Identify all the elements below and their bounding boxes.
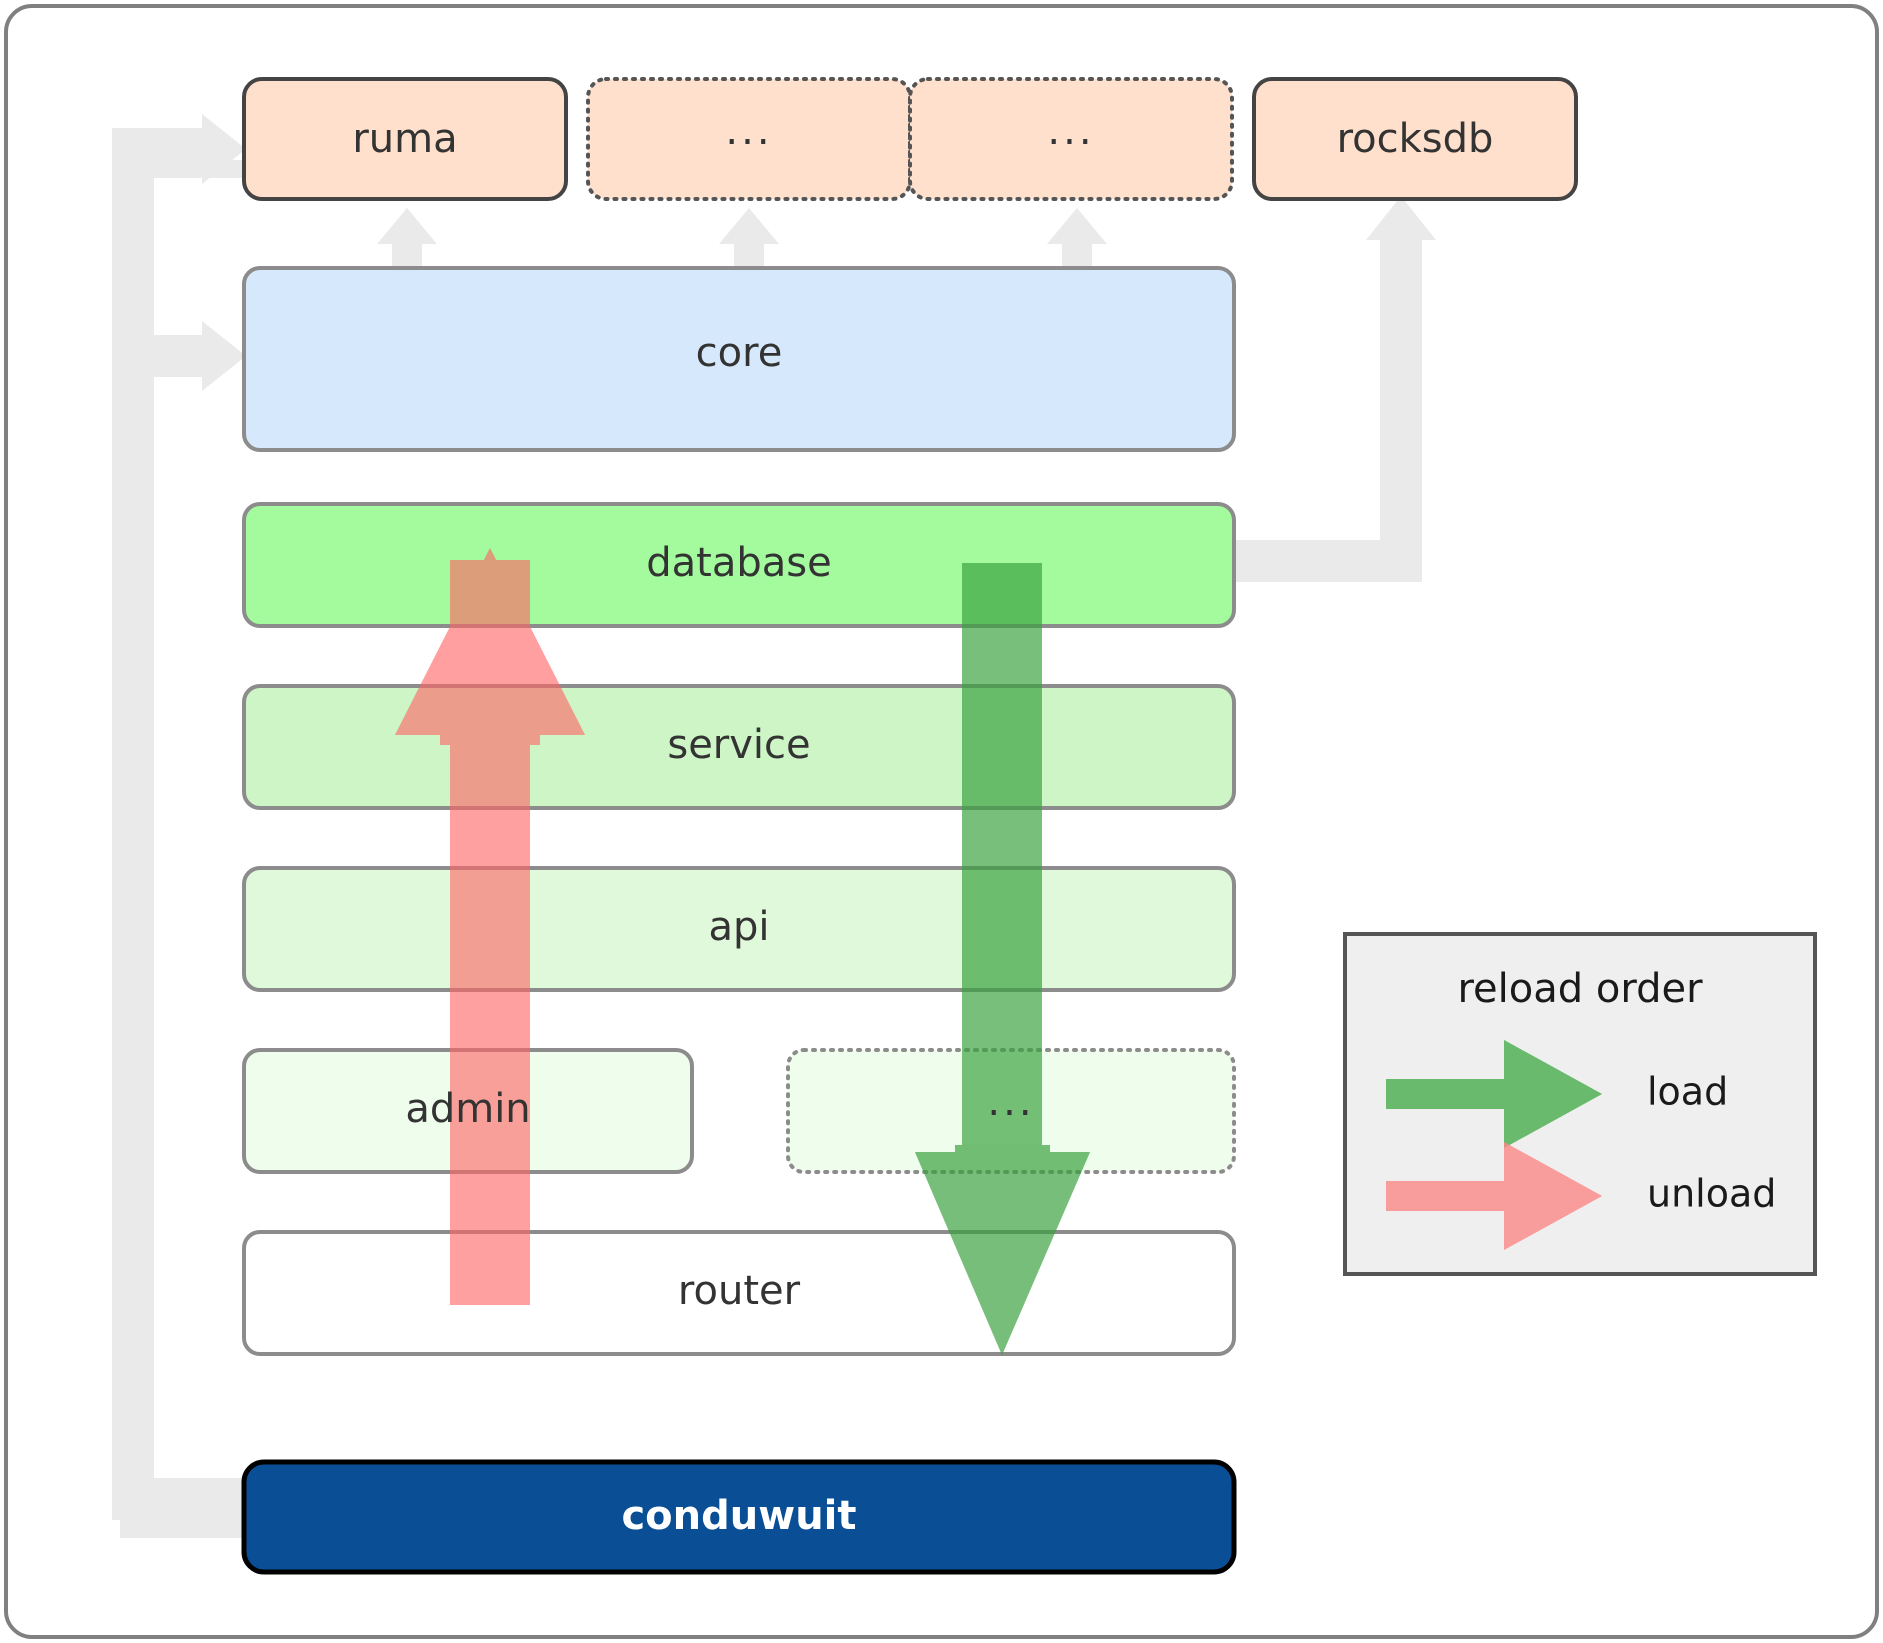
crate-box-ruma[interactable]: ruma bbox=[242, 77, 568, 201]
layer-box-more-label: ... bbox=[987, 1079, 1034, 1125]
root-box-conduwuit-rect bbox=[241, 1459, 1237, 1575]
connector-rocksdb-vertical bbox=[1380, 222, 1422, 582]
crate-box-rocksdb-label: rocksdb bbox=[1337, 116, 1494, 162]
unload-arrow bbox=[395, 548, 585, 1305]
layer-box-service-label: service bbox=[667, 722, 810, 768]
crate-box-ruma-rect bbox=[242, 77, 568, 201]
load-arrow-head-wide bbox=[915, 1145, 1090, 1355]
connector-rocksdb-head bbox=[1366, 196, 1436, 240]
root-box-conduwuit-label: conduwuit bbox=[621, 1493, 856, 1539]
connector-core-ruma-head bbox=[377, 208, 437, 244]
crate-box-ext-more-2-rect bbox=[908, 77, 1234, 201]
layer-box-core-label: core bbox=[696, 330, 783, 376]
layer-box-core[interactable]: core bbox=[242, 266, 1236, 452]
legend-load-arrow-icon bbox=[1386, 1040, 1602, 1148]
connector-core-ext2-head bbox=[1047, 208, 1107, 244]
crate-box-ext-more-1[interactable]: ... bbox=[586, 77, 912, 201]
crate-box-rocksdb[interactable]: rocksdb bbox=[1252, 77, 1578, 201]
legend-unload-label: unload bbox=[1647, 1172, 1776, 1216]
unload-arrow-head-wide bbox=[395, 548, 585, 745]
crate-box-ruma-label: ruma bbox=[352, 116, 457, 162]
load-arrow bbox=[915, 563, 1090, 1355]
crate-box-ext-more-1-rect bbox=[586, 77, 912, 201]
load-arrow-shaft bbox=[962, 563, 1042, 1228]
legend-unload-arrow-notch bbox=[1504, 1142, 1602, 1250]
diagram-frame bbox=[4, 4, 1879, 1639]
layer-box-api-label: api bbox=[708, 904, 769, 950]
legend-title: reload order bbox=[1457, 966, 1703, 1012]
legend-unload-arrow-icon bbox=[1386, 1142, 1602, 1250]
legend-load-arrow-notch bbox=[1504, 1040, 1602, 1148]
external-crates-group: ruma ... ... rocksdb bbox=[242, 77, 1578, 201]
crate-box-ext-more-2-label: ... bbox=[1047, 108, 1094, 154]
connector-branch-core-head bbox=[202, 321, 246, 391]
crate-box-ext-more-2[interactable]: ... bbox=[908, 77, 1234, 201]
connector-branch-core-shaft bbox=[112, 335, 202, 377]
layer-box-database-label: database bbox=[646, 540, 831, 586]
root-box-conduwuit[interactable]: conduwuit bbox=[241, 1459, 1237, 1575]
layer-box-router-label: router bbox=[678, 1268, 801, 1314]
connector-branch-ruma-head bbox=[202, 114, 246, 184]
layer-box-admin-label: admin bbox=[405, 1086, 530, 1132]
legend-load-label: load bbox=[1647, 1070, 1728, 1114]
legend-load-row: load bbox=[1386, 1040, 1728, 1148]
connector-branch-ruma-shaft bbox=[112, 128, 202, 170]
layer-box-core-rect bbox=[242, 266, 1236, 452]
legend: reload order load unload bbox=[1343, 932, 1817, 1276]
crate-box-ext-more-1-label: ... bbox=[725, 108, 772, 154]
legend-unload-row: unload bbox=[1386, 1142, 1776, 1250]
connector-bottom-stub bbox=[112, 1478, 252, 1520]
crate-box-rocksdb-rect bbox=[1252, 77, 1578, 201]
layer-labels-group: database service api admin ... router bbox=[405, 540, 1034, 1314]
connector-core-ext1-head bbox=[719, 208, 779, 244]
